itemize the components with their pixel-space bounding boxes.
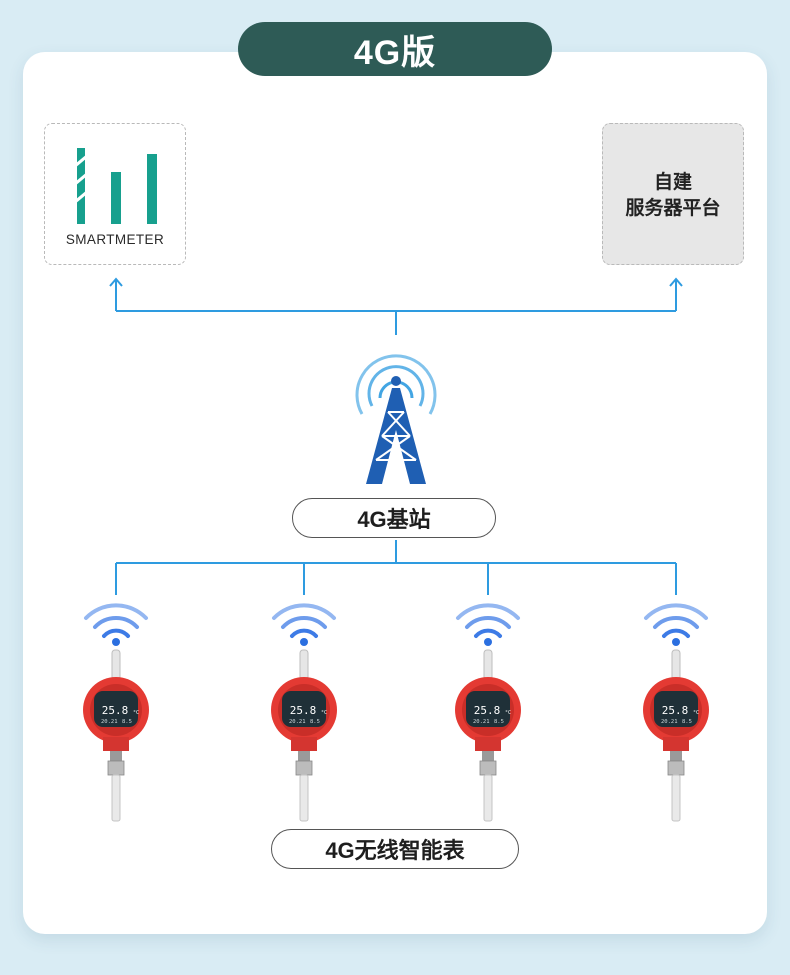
wifi-signal-icon: [644, 603, 708, 638]
smart-meter-device: 25.8 °C 20.21 8.5: [641, 600, 711, 825]
meter-sub-reading-left: 20.21: [101, 719, 118, 725]
wifi-signal-icon: [84, 603, 148, 638]
meter-sub-reading-left: 20.21: [289, 719, 306, 725]
smartmeter-logo-text: SMARTMETER: [65, 232, 165, 247]
server-label-line1: 自建: [653, 172, 692, 193]
meter-sub-reading-right: 8.5: [494, 719, 504, 725]
smartmeter-logo-icon: [75, 148, 157, 224]
base-station-label: 4G基站: [292, 498, 496, 538]
meter-unit: °C: [693, 710, 699, 716]
meter-unit: °C: [133, 710, 139, 716]
meter-reading: 25.8: [290, 704, 317, 717]
smartmeter-platform-box: SMARTMETER: [44, 123, 186, 265]
meter-unit: °C: [321, 710, 327, 716]
server-label: 自建 服务器平台: [603, 170, 743, 222]
page-title: 4G版: [238, 22, 552, 76]
smart-meter-device: 25.8 °C 20.21 8.5: [453, 600, 523, 825]
smart-meter-device: 25.8 °C 20.21 8.5: [269, 600, 339, 825]
meter-sub-reading-right: 8.5: [122, 719, 132, 725]
wifi-signal-icon: [272, 603, 336, 638]
meter-sub-reading-left: 20.21: [661, 719, 678, 725]
meter-unit: °C: [505, 710, 511, 716]
meter-sub-reading-right: 8.5: [682, 719, 692, 725]
self-hosted-server-box: 自建 服务器平台: [602, 123, 744, 265]
meters-label: 4G无线智能表: [271, 829, 519, 869]
meter-sub-reading-left: 20.21: [473, 719, 490, 725]
meter-sub-reading-right: 8.5: [310, 719, 320, 725]
smart-meter-device: 25.8 °C 20.21 8.5: [81, 600, 151, 825]
server-label-line2: 服务器平台: [625, 198, 721, 219]
wifi-signal-icon: [456, 603, 520, 638]
meter-reading: 25.8: [474, 704, 501, 717]
meter-reading: 25.8: [102, 704, 129, 717]
meter-reading: 25.8: [662, 704, 689, 717]
